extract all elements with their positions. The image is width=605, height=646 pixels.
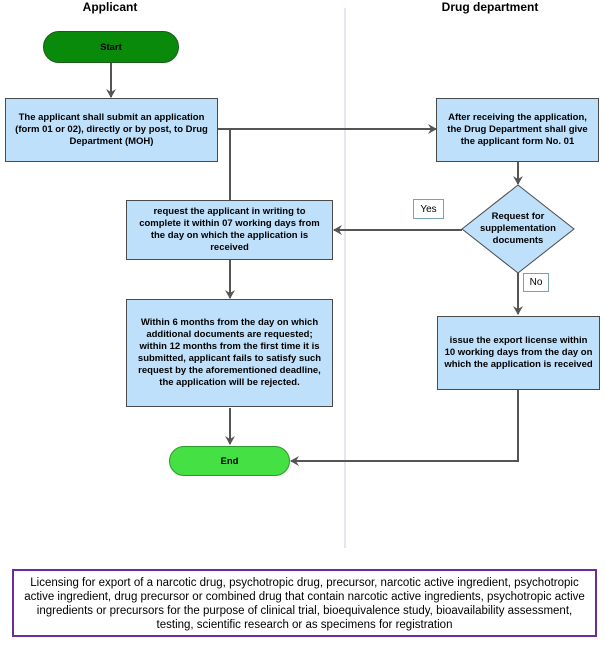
submit-application-box: The applicant shall submit an applicatio… bbox=[5, 98, 218, 162]
issue-license-box: issue the export license within 10 worki… bbox=[437, 316, 600, 390]
no-label: No bbox=[523, 273, 549, 292]
decision-label: Request for supplementation documents bbox=[479, 211, 556, 246]
request-completion-box: request the applicant in writing to comp… bbox=[126, 200, 333, 260]
lane-title-applicant: Applicant bbox=[82, 0, 138, 14]
diagram-caption: Licensing for export of a narcotic drug,… bbox=[12, 569, 597, 637]
decision-diamond bbox=[461, 184, 575, 274]
end-node: End bbox=[169, 446, 290, 476]
lane-title-drug-department: Drug department bbox=[441, 0, 539, 14]
yes-label: Yes bbox=[413, 199, 444, 219]
start-node: Start bbox=[43, 31, 179, 63]
edge-issue-end bbox=[290, 390, 519, 466]
rejection-box: Within 6 months from the day on which ad… bbox=[126, 299, 333, 407]
receive-application-box: After receiving the application, the Dru… bbox=[436, 98, 599, 162]
